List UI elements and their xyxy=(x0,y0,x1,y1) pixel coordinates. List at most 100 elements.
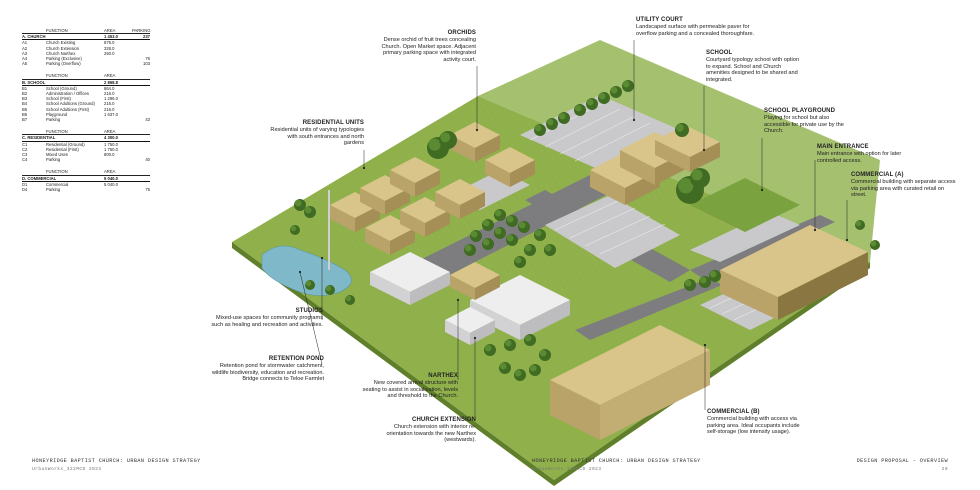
tree-highlight xyxy=(506,215,514,223)
row-area: 1 750.0 xyxy=(104,141,118,147)
school-playground xyxy=(690,178,800,232)
group-title: B. SCHOOL xyxy=(22,79,46,85)
tree-highlight xyxy=(470,230,478,238)
row-function: Parking xyxy=(46,187,61,193)
header-area: AREA xyxy=(104,73,116,79)
parking-utility-court xyxy=(520,95,680,170)
row-area: 1 296.0 xyxy=(104,96,118,102)
leader-lines xyxy=(299,40,848,420)
row-code: C2 xyxy=(22,146,28,152)
row-parking: 103 xyxy=(143,61,150,67)
tree-highlight xyxy=(504,339,512,347)
residential-block xyxy=(450,122,500,162)
residential-block xyxy=(390,157,440,197)
callout-body: Residential units of varying typologies … xyxy=(270,126,364,147)
tree-highlight xyxy=(870,240,877,247)
footer-title: DESIGN PROPOSAL - OVERVIEW xyxy=(856,458,948,464)
row-parking: 76 xyxy=(145,56,150,62)
callout-body: Commercial building with separate access… xyxy=(851,178,956,199)
group-area: 5 040.0 xyxy=(104,175,118,181)
tree-highlight xyxy=(598,92,606,100)
row-function: School Adultions (First) xyxy=(46,106,90,112)
row-code: B2 xyxy=(22,91,28,97)
row-area: 875.0 xyxy=(104,40,115,46)
tree-highlight xyxy=(494,227,502,235)
callout-title: MAIN ENTRANCE xyxy=(817,144,869,150)
footer-subtitle: UrbanWorks_322MCD 2023 xyxy=(32,467,102,472)
callout-body: Landscaped surface with permeable paver … xyxy=(636,23,755,37)
tree-highlight xyxy=(325,285,332,292)
tree-highlight xyxy=(586,98,594,106)
studios-building xyxy=(370,252,450,305)
row-code: B5 xyxy=(22,106,28,112)
group-parking: 237 xyxy=(143,34,150,40)
callout-school-playground: SCHOOL PLAYGROUND Playing for school but… xyxy=(764,108,856,135)
footer-left: HONEYRIDGE BAPTIST CHURCH: URBAN DESIGN … xyxy=(32,458,201,472)
tree-highlight xyxy=(534,229,542,237)
tree-highlight xyxy=(546,118,554,126)
tree-highlight xyxy=(294,199,302,207)
callout-church-extension: CHURCH EXTENSION Church extension with i… xyxy=(377,417,476,444)
row-function: Parking xyxy=(46,117,61,123)
row-function: School (First) xyxy=(46,96,71,102)
group-header: FUNCTION AREA xyxy=(22,73,150,80)
tree-highlight xyxy=(482,238,490,246)
row-area: 800.0 xyxy=(104,152,115,158)
row-function: Parking xyxy=(46,157,61,163)
header-parking: PARKING xyxy=(132,28,151,33)
row-parking: 40 xyxy=(145,157,150,163)
tree-highlight xyxy=(574,104,582,112)
row-code: A1 xyxy=(22,40,28,46)
tree-highlight xyxy=(345,295,352,302)
tree-highlight xyxy=(610,86,618,94)
commercial-a-building xyxy=(720,225,868,320)
residential-blocks xyxy=(330,122,535,255)
header-function: FUNCTION xyxy=(46,73,68,79)
callout-school: SCHOOL Courtyard typology school with op… xyxy=(706,50,801,84)
callout-body: Commercial building with access via park… xyxy=(707,415,800,436)
tree-highlight xyxy=(494,209,502,217)
retention-pond xyxy=(261,245,352,296)
row-function: Playground xyxy=(46,111,68,117)
row-code: B4 xyxy=(22,101,28,107)
tree-highlight xyxy=(304,206,312,214)
row-function: Residential (First) xyxy=(46,146,79,152)
commercial-b-building xyxy=(550,325,710,440)
row-area: 216.0 xyxy=(104,101,115,107)
row-area: 216.0 xyxy=(104,106,115,112)
header-function: FUNCTION xyxy=(46,28,68,33)
tree-highlight xyxy=(678,178,694,194)
tree-highlight xyxy=(709,270,717,278)
tree-highlight xyxy=(529,364,537,372)
row-area: 1 750.0 xyxy=(104,146,118,152)
tree-highlight xyxy=(676,124,684,132)
row-code: B1 xyxy=(22,85,28,91)
tree-highlight xyxy=(518,221,526,229)
row-code: D1 xyxy=(22,181,28,187)
row-function: Parking (Exclusive) xyxy=(46,56,82,62)
tree-highlight xyxy=(484,344,492,352)
row-function: Mixed Uses xyxy=(46,152,68,158)
tree-highlight xyxy=(482,219,490,227)
header-area: AREA xyxy=(104,129,116,135)
row-area: 1 637.0 xyxy=(104,111,118,117)
callout-title: RESIDENTIAL UNITS xyxy=(302,120,364,126)
tree-highlight xyxy=(622,80,630,88)
row-area: 328.0 xyxy=(104,45,115,51)
church-buildings xyxy=(370,252,570,345)
row-code: A2 xyxy=(22,45,28,51)
